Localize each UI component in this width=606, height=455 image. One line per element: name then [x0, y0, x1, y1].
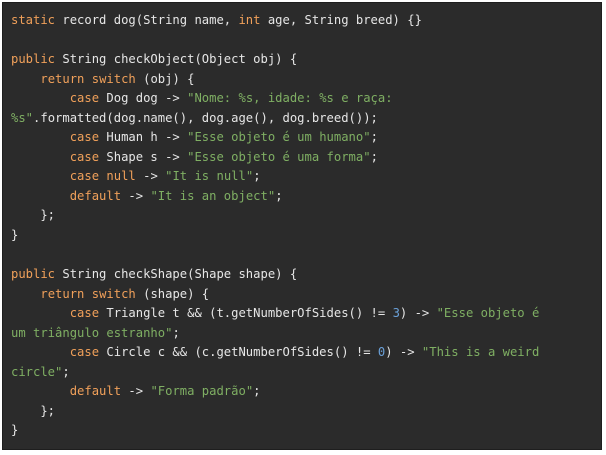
code-line: } [11, 421, 597, 441]
code-line: %s".formatted(dog.name(), dog.age(), dog… [11, 109, 597, 129]
keyword-token: public [11, 52, 56, 67]
code-line [11, 246, 597, 266]
string-token: "Nome: %s, idade: %s e raça: [187, 91, 393, 106]
code-token: Circle c && (c.getNumberOfSides() != [99, 345, 378, 360]
code-block: static record dog(String name, int age, … [11, 11, 597, 441]
keyword-token: switch [91, 71, 136, 86]
code-line: }; [11, 206, 597, 226]
code-token: }; [11, 403, 56, 418]
code-token: ; [62, 364, 70, 379]
keyword-token: return [40, 286, 85, 301]
keyword-token: static [11, 13, 56, 27]
code-token: -> [121, 188, 151, 203]
code-line: return switch (shape) { [11, 285, 597, 305]
code-token [84, 72, 91, 86]
code-line: circle"; [11, 363, 597, 383]
string-token: circle" [11, 364, 63, 379]
code-token: }; [11, 208, 56, 223]
code-line: case null -> "It is null"; [11, 167, 597, 187]
code-token: ; [253, 169, 261, 184]
code-line: } [11, 226, 597, 246]
code-token: -> [121, 384, 151, 399]
code-token: ; [275, 188, 283, 203]
keyword-token: case [69, 306, 100, 321]
code-token: (shape) { [135, 286, 210, 301]
code-line [11, 31, 597, 51]
code-line: default -> "Forma padrão"; [11, 382, 597, 402]
keyword-token: public [11, 267, 56, 282]
code-token [11, 189, 70, 203]
code-token: .formatted(dog.name(), dog.age(), dog.br… [33, 110, 378, 125]
keyword-token: case [69, 91, 100, 106]
keyword-token: case [69, 169, 100, 184]
code-token: ; [172, 325, 180, 340]
code-line: return switch (obj) { [11, 70, 597, 90]
keyword-token: null [106, 169, 136, 184]
code-token: age, String breed) {} [260, 13, 422, 27]
code-token: ) -> [399, 306, 437, 321]
code-token: Shape s -> [99, 149, 188, 164]
number-token: 3 [392, 306, 400, 321]
keyword-token: default [69, 188, 122, 203]
code-line: case Circle c && (c.getNumberOfSides() !… [11, 343, 597, 363]
keyword-token: case [69, 149, 100, 164]
code-token: ; [253, 384, 261, 399]
code-token [11, 72, 40, 86]
code-token: ; [370, 130, 378, 145]
string-token: um triângulo estranho" [11, 325, 173, 340]
code-token: ; [370, 149, 378, 164]
code-token: Human h -> [99, 130, 188, 145]
code-token: } [11, 228, 19, 243]
code-token: String checkObject(Object obj) { [55, 52, 298, 67]
code-token: Dog dog -> [99, 91, 188, 106]
string-token: "Esse objeto é um humano" [187, 130, 371, 145]
number-token: 0 [377, 345, 386, 360]
code-token [11, 306, 70, 320]
code-token [11, 150, 70, 164]
code-editor[interactable]: static record dog(String name, int age, … [2, 2, 602, 450]
string-token: "Forma padrão" [150, 384, 254, 399]
code-line: }; [11, 402, 597, 422]
code-token: String checkShape(Shape shape) { [55, 267, 298, 282]
code-token: } [11, 423, 19, 438]
code-line: case Triangle t && (t.getNumberOfSides()… [11, 304, 597, 324]
code-line: case Human h -> "Esse objeto é um humano… [11, 128, 597, 148]
string-token: "It is null" [165, 169, 254, 184]
string-token: "It is an object" [150, 188, 276, 203]
code-line: default -> "It is an object"; [11, 187, 597, 207]
code-token: record dog(String name, [55, 13, 239, 27]
string-token: "Esse objeto é uma forma" [187, 149, 371, 164]
code-token: ) -> [385, 345, 422, 360]
code-line: case Shape s -> "Esse objeto é uma forma… [11, 148, 597, 168]
code-line: public String checkShape(Shape shape) { [11, 265, 597, 285]
code-token [11, 91, 70, 105]
code-line: case Dog dog -> "Nome: %s, idade: %s e r… [11, 89, 597, 109]
string-token: "Esse objeto é [436, 306, 540, 321]
code-token: Triangle t && (t.getNumberOfSides() != [99, 306, 393, 321]
keyword-token: case [69, 345, 100, 360]
code-token: (obj) { [135, 71, 195, 86]
code-token [84, 287, 91, 301]
code-token: -> [135, 169, 166, 184]
keyword-token: return [40, 71, 85, 86]
string-token: "This is a weird [421, 345, 540, 360]
string-token: %s" [11, 110, 34, 125]
keyword-token: default [69, 384, 122, 399]
keyword-token: case [69, 130, 100, 145]
code-token [11, 345, 70, 359]
code-token [11, 287, 40, 301]
keyword-token: int [238, 13, 261, 27]
code-token [11, 130, 70, 144]
code-line: static record dog(String name, int age, … [11, 11, 597, 31]
code-token [11, 384, 70, 398]
code-line: public String checkObject(Object obj) { [11, 50, 597, 70]
keyword-token: switch [91, 286, 136, 301]
code-token [11, 169, 70, 183]
code-line: um triângulo estranho"; [11, 324, 597, 344]
